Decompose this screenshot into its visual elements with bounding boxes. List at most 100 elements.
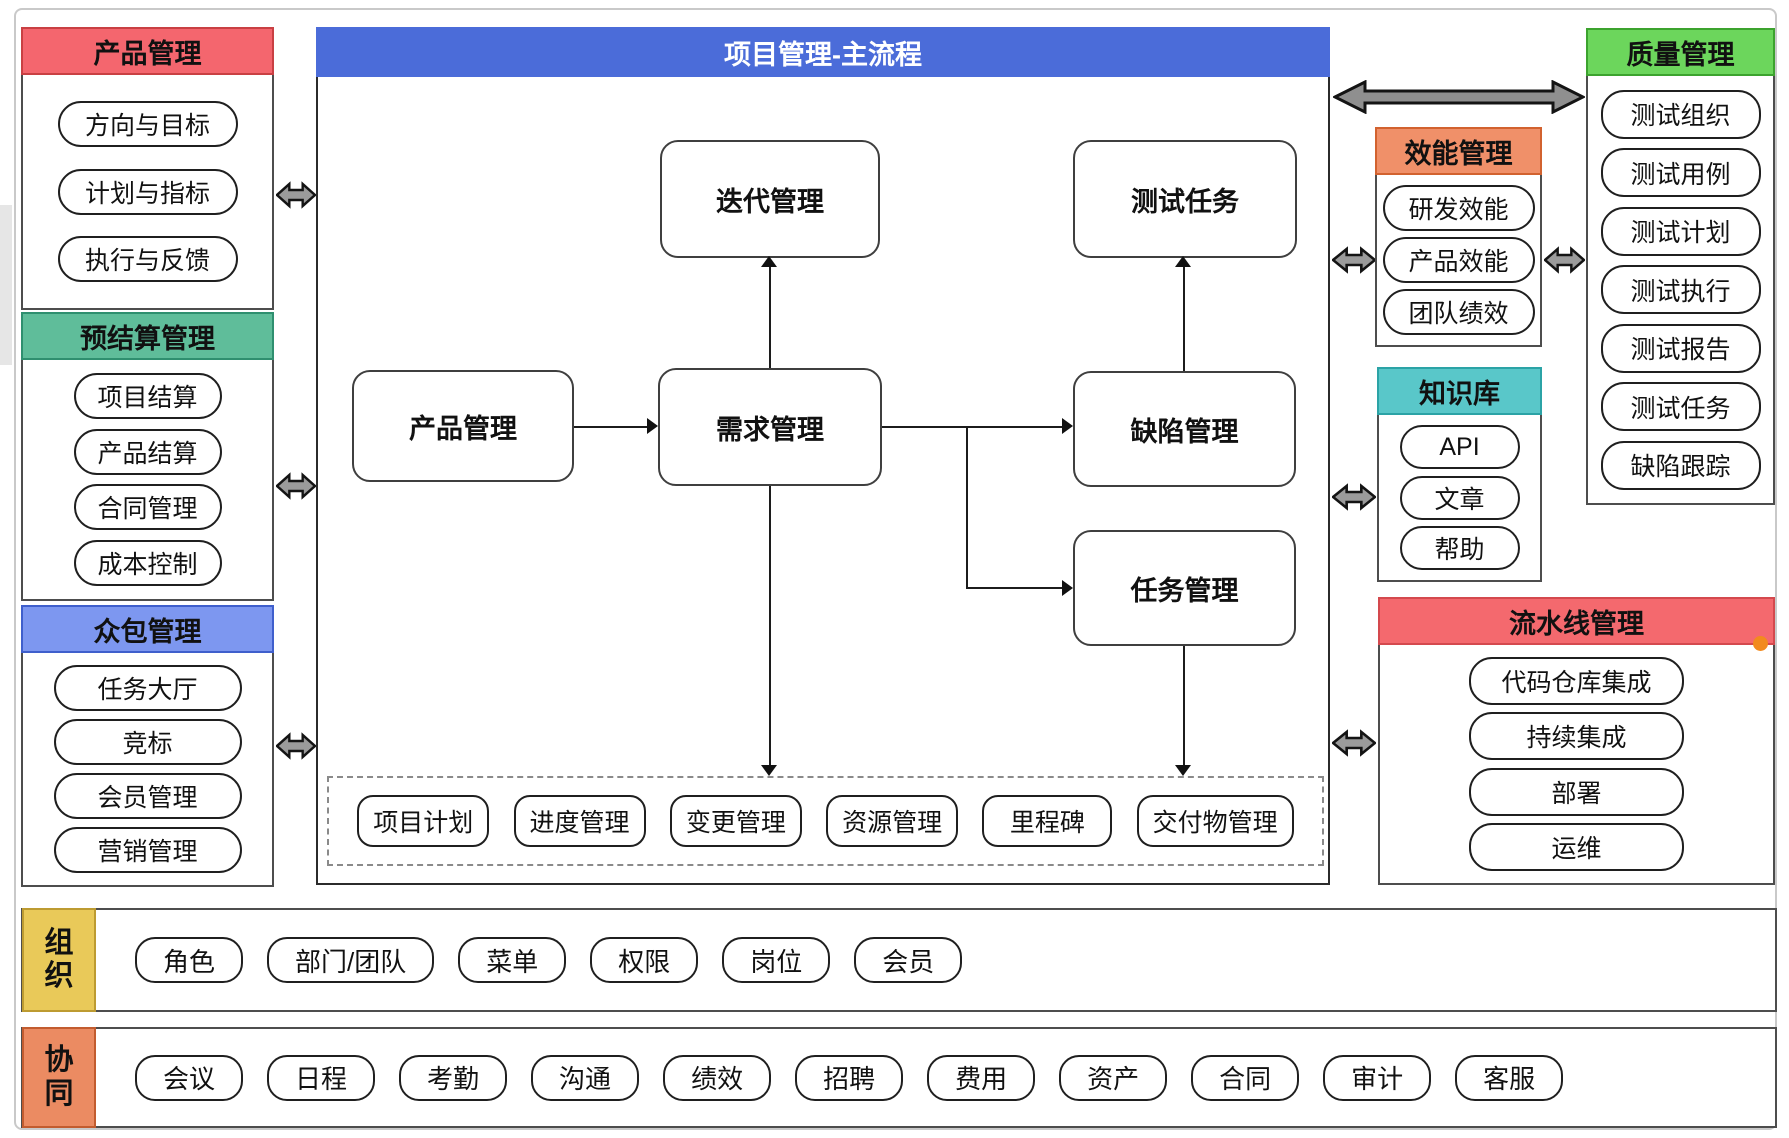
item-pill: 资源管理 bbox=[826, 795, 959, 847]
panel-items: 方向与目标计划与指标执行与反馈 bbox=[23, 75, 272, 308]
item-pill: 权限 bbox=[590, 937, 699, 983]
item-pill: 客服 bbox=[1455, 1054, 1564, 1101]
organization-label: 组 织 bbox=[22, 908, 96, 1012]
double-arrow-icon bbox=[276, 471, 316, 501]
arrowhead bbox=[761, 256, 777, 267]
connector-line bbox=[966, 427, 968, 588]
panel-header: 众包管理 bbox=[21, 605, 274, 653]
panel-pipeline-management: 流水线管理 代码仓库集成持续集成部署运维 bbox=[1378, 597, 1775, 885]
flow-node-product: 产品管理 bbox=[352, 370, 574, 482]
panel-quality-management: 质量管理 测试组织测试用例测试计划测试执行测试报告测试任务缺陷跟踪 bbox=[1586, 28, 1775, 505]
item-pill: 测试执行 bbox=[1600, 265, 1761, 314]
item-pill: 测试用例 bbox=[1600, 148, 1761, 197]
double-arrow-icon bbox=[1333, 80, 1585, 114]
item-pill: 文章 bbox=[1399, 475, 1520, 520]
panel-header: 预结算管理 bbox=[21, 312, 274, 360]
status-dot-icon bbox=[1753, 636, 1768, 651]
item-pill: 缺陷跟踪 bbox=[1600, 440, 1761, 490]
panel-header: 质量管理 bbox=[1586, 28, 1775, 76]
item-pill: 执行与反馈 bbox=[57, 236, 238, 283]
connector-line bbox=[882, 426, 1063, 428]
edge-artifact bbox=[0, 205, 12, 365]
item-pill: 费用 bbox=[927, 1054, 1036, 1101]
connector-line bbox=[769, 486, 771, 766]
item-pill: 菜单 bbox=[458, 937, 567, 983]
item-pill: 绩效 bbox=[663, 1054, 772, 1101]
item-pill: 产品效能 bbox=[1382, 237, 1535, 283]
item-pill: 计划与指标 bbox=[57, 168, 238, 215]
arrowhead bbox=[1062, 580, 1073, 596]
item-pill: 持续集成 bbox=[1469, 712, 1684, 761]
arrowhead bbox=[1175, 256, 1191, 267]
item-pill: 成本控制 bbox=[73, 539, 222, 586]
item-pill: 变更管理 bbox=[669, 795, 802, 847]
item-pill: 进度管理 bbox=[513, 795, 646, 847]
item-pill: 产品结算 bbox=[73, 428, 222, 475]
item-pill: 任务大厅 bbox=[53, 665, 242, 711]
flow-node-task: 任务管理 bbox=[1073, 530, 1296, 646]
item-pill: 代码仓库集成 bbox=[1469, 656, 1684, 705]
collaboration-row: 协 同 会议日程考勤沟通绩效招聘费用资产合同审计客服 bbox=[21, 1027, 1777, 1128]
item-pill: 部门/团队 bbox=[267, 937, 435, 983]
item-pill: 帮助 bbox=[1399, 525, 1520, 570]
item-pill: 交付物管理 bbox=[1136, 795, 1294, 847]
item-pill: 沟通 bbox=[531, 1054, 640, 1101]
double-arrow-icon bbox=[1332, 245, 1376, 275]
item-pill: 项目结算 bbox=[73, 373, 222, 420]
item-pill: 营销管理 bbox=[53, 827, 242, 873]
arrowhead bbox=[1062, 418, 1073, 434]
panel-efficiency-management: 效能管理 研发效能产品效能团队绩效 bbox=[1375, 127, 1542, 347]
double-arrow-icon bbox=[1544, 245, 1585, 275]
item-pill: 方向与目标 bbox=[57, 100, 238, 147]
item-pill: 测试组织 bbox=[1600, 89, 1761, 139]
arrowhead bbox=[647, 418, 658, 434]
panel-header: 产品管理 bbox=[21, 27, 274, 75]
panel-header: 效能管理 bbox=[1375, 127, 1542, 175]
connector-line bbox=[574, 426, 650, 428]
item-pill: 审计 bbox=[1323, 1054, 1432, 1101]
connector-line bbox=[1183, 266, 1185, 371]
item-pill: API bbox=[1399, 425, 1520, 470]
item-pill: 研发效能 bbox=[1382, 185, 1535, 231]
item-pill: 竞标 bbox=[53, 719, 242, 765]
item-pill: 测试计划 bbox=[1600, 206, 1761, 256]
item-pill: 里程碑 bbox=[982, 795, 1113, 847]
panel-budget-management: 预结算管理 项目结算产品结算合同管理成本控制 bbox=[21, 312, 274, 601]
item-pill: 考勤 bbox=[399, 1054, 508, 1101]
item-pill: 运维 bbox=[1469, 823, 1684, 872]
item-pill: 测试任务 bbox=[1600, 382, 1761, 431]
collaboration-label-text: 协 同 bbox=[44, 1044, 74, 1110]
double-arrow-icon bbox=[1332, 728, 1376, 758]
item-pill: 合同管理 bbox=[73, 484, 222, 531]
panel-items: 研发效能产品效能团队绩效 bbox=[1377, 175, 1540, 345]
panel-knowledge-base: 知识库 API 文章帮助 bbox=[1377, 367, 1542, 582]
arrowhead bbox=[1175, 765, 1191, 776]
item-pill: 团队绩效 bbox=[1382, 289, 1535, 335]
item-pill: 资产 bbox=[1059, 1054, 1168, 1101]
arrowhead bbox=[761, 765, 777, 776]
panel-header: 知识库 bbox=[1377, 367, 1542, 415]
panel-items: 项目结算产品结算合同管理成本控制 bbox=[23, 360, 272, 599]
item-pill: 测试报告 bbox=[1600, 323, 1761, 373]
flow-node-test-task: 测试任务 bbox=[1073, 140, 1297, 258]
item-pill: 岗位 bbox=[722, 937, 831, 983]
flow-node-requirement: 需求管理 bbox=[658, 368, 882, 486]
flow-node-defect: 缺陷管理 bbox=[1073, 371, 1296, 487]
panel-crowdsource-management: 众包管理 任务大厅竞标会员管理营销管理 bbox=[21, 605, 274, 887]
panel-items: 代码仓库集成持续集成部署运维 bbox=[1380, 645, 1773, 883]
item-pill: 会员管理 bbox=[53, 773, 242, 819]
connector-line bbox=[769, 266, 771, 368]
double-arrow-icon bbox=[1332, 482, 1376, 512]
outer-border bbox=[14, 8, 1777, 1130]
panel-header-label: 流水线管理 bbox=[1509, 608, 1644, 639]
item-pill: 项目计划 bbox=[357, 795, 490, 847]
organization-row: 组 织 角色部门/团队菜单权限岗位会员 bbox=[21, 908, 1777, 1012]
item-pill: 会议 bbox=[135, 1054, 244, 1101]
item-pill: 日程 bbox=[267, 1054, 376, 1101]
item-pill: 角色 bbox=[135, 937, 244, 983]
connector-line bbox=[966, 587, 1062, 589]
panel-items: API 文章帮助 bbox=[1379, 415, 1540, 580]
double-arrow-icon bbox=[276, 731, 316, 761]
flow-node-iteration: 迭代管理 bbox=[660, 140, 880, 258]
